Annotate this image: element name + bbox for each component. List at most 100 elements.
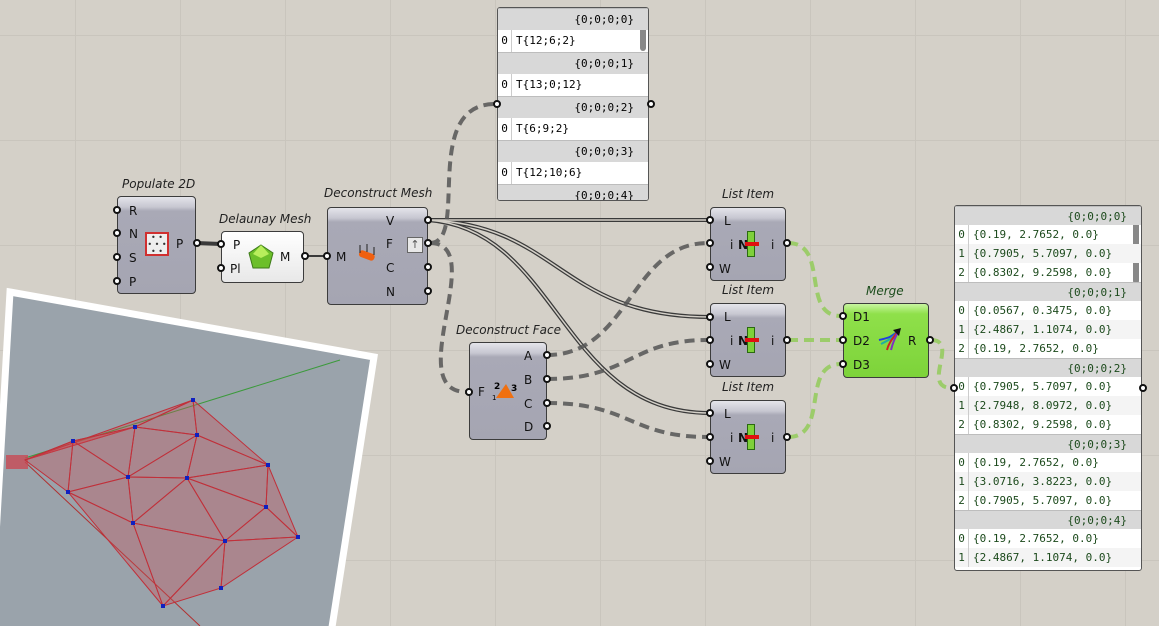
port-pin[interactable] bbox=[543, 422, 551, 430]
port-pin[interactable] bbox=[839, 336, 847, 344]
upload-arrow-icon[interactable]: ↑ bbox=[407, 237, 423, 253]
red-arrow-icon bbox=[745, 242, 759, 246]
merge-component[interactable]: D1 D2 D3 R bbox=[843, 303, 929, 378]
deconstruct-mesh-component[interactable]: M V F C N ↑ bbox=[327, 207, 428, 305]
red-arrow-icon bbox=[745, 435, 759, 439]
list-item: 1{3.0716, 3.8223, 0.0} bbox=[955, 472, 1141, 491]
deconstruct-mesh-icon bbox=[358, 244, 375, 261]
port-pin[interactable] bbox=[217, 240, 225, 248]
input-l: L bbox=[724, 407, 731, 421]
input-d2: D2 bbox=[853, 334, 870, 348]
populate-2d-component[interactable]: R N S P P • •• • •• • bbox=[117, 196, 196, 294]
port-pin[interactable] bbox=[543, 399, 551, 407]
svg-text:3: 3 bbox=[511, 384, 517, 394]
branch-path: {0;0;0;4} bbox=[498, 184, 648, 200]
port-pin[interactable] bbox=[301, 252, 309, 260]
port-pin[interactable] bbox=[950, 384, 958, 392]
branch-path: {0;0;0;1} bbox=[955, 282, 1141, 301]
svg-text:1: 1 bbox=[492, 394, 496, 401]
port-pin[interactable] bbox=[839, 360, 847, 368]
list-item-title: List Item bbox=[722, 380, 775, 394]
list-item: 1{2.4867, 1.1074, 0.0} bbox=[955, 548, 1141, 567]
list-item-component[interactable]: L i W i N bbox=[710, 400, 786, 474]
port-pin[interactable] bbox=[543, 351, 551, 359]
port-pin[interactable] bbox=[706, 313, 714, 321]
list-item-component[interactable]: L i W i N bbox=[710, 207, 786, 281]
port-pin[interactable] bbox=[113, 229, 121, 237]
port-pin[interactable] bbox=[193, 239, 201, 247]
output-i: i bbox=[771, 334, 775, 348]
list-item: 0{0.0567, 0.3475, 0.0} bbox=[955, 301, 1141, 320]
deconstruct-face-title: Deconstruct Face bbox=[456, 323, 562, 337]
list-item-title: List Item bbox=[722, 283, 775, 297]
port-pin[interactable] bbox=[647, 100, 655, 108]
list-item: 0{0.19, 2.7652, 0.0} bbox=[955, 529, 1141, 548]
merge-arrows-icon bbox=[878, 328, 901, 351]
input-m: M bbox=[336, 250, 347, 264]
branch-path: {0;0;0;3} bbox=[498, 140, 648, 162]
list-item-title: List Item bbox=[722, 187, 775, 201]
output-r: R bbox=[908, 334, 917, 348]
output-p: P bbox=[176, 237, 184, 251]
port-pin[interactable] bbox=[424, 239, 432, 247]
list-item: 1{0.7905, 5.7097, 0.0} bbox=[955, 244, 1141, 263]
port-pin[interactable] bbox=[217, 264, 225, 272]
list-item: 1{2.7948, 8.0972, 0.0} bbox=[955, 396, 1141, 415]
port-pin[interactable] bbox=[113, 253, 121, 261]
panel-scrollbar[interactable] bbox=[640, 11, 646, 51]
input-p: P bbox=[233, 238, 241, 252]
branch-path: {0;0;0;0} bbox=[498, 8, 648, 30]
port-pin[interactable] bbox=[706, 216, 714, 224]
port-pin[interactable] bbox=[783, 433, 791, 441]
branch-path: {0;0;0;2} bbox=[498, 96, 648, 118]
deconstruct-mesh-title: Deconstruct Mesh bbox=[324, 186, 433, 200]
input-pl: Pl bbox=[230, 262, 241, 276]
branch-path: {0;0;0;1} bbox=[498, 52, 648, 74]
port-pin[interactable] bbox=[706, 239, 714, 247]
port-pin[interactable] bbox=[424, 263, 432, 271]
port-pin[interactable] bbox=[543, 375, 551, 383]
branch-path: {0;0;0;0} bbox=[955, 206, 1141, 225]
port-pin[interactable] bbox=[493, 100, 501, 108]
port-pin[interactable] bbox=[706, 457, 714, 465]
port-pin[interactable] bbox=[839, 312, 847, 320]
list-item: 2{0.8302, 9.2598, 0.0} bbox=[955, 263, 1141, 282]
port-pin[interactable] bbox=[465, 388, 473, 396]
port-pin[interactable] bbox=[113, 277, 121, 285]
list-item: 0{0.7905, 5.7097, 0.0} bbox=[955, 377, 1141, 396]
port-pin[interactable] bbox=[424, 287, 432, 295]
list-item-component[interactable]: L i W i N bbox=[710, 303, 786, 377]
list-item-icon-n: N bbox=[738, 334, 749, 348]
right-data-panel[interactable]: {0;0;0;0}0{0.19, 2.7652, 0.0}1{0.7905, 5… bbox=[954, 205, 1142, 571]
port-pin[interactable] bbox=[706, 336, 714, 344]
port-pin[interactable] bbox=[926, 336, 934, 344]
port-pin[interactable] bbox=[783, 336, 791, 344]
port-pin[interactable] bbox=[1139, 384, 1147, 392]
delaunay-mesh-component[interactable]: P Pl M bbox=[221, 231, 304, 283]
port-pin[interactable] bbox=[706, 409, 714, 417]
list-item: 0{0.19, 2.7652, 0.0} bbox=[955, 453, 1141, 472]
branch-path: {0;0;0;2} bbox=[955, 358, 1141, 377]
input-w: W bbox=[719, 262, 731, 276]
output-c: C bbox=[524, 397, 533, 411]
port-pin[interactable] bbox=[113, 206, 121, 214]
list-item-icon-n: N bbox=[738, 431, 749, 445]
port-pin[interactable] bbox=[706, 263, 714, 271]
input-i: i bbox=[730, 334, 734, 348]
port-pin[interactable] bbox=[424, 216, 432, 224]
port-pin[interactable] bbox=[323, 252, 331, 260]
port-pin[interactable] bbox=[706, 360, 714, 368]
list-item: 0{0.19, 2.7652, 0.0} bbox=[955, 225, 1141, 244]
input-d3: D3 bbox=[853, 358, 870, 372]
input-w: W bbox=[719, 455, 731, 469]
input-l: L bbox=[724, 310, 731, 324]
port-pin[interactable] bbox=[706, 433, 714, 441]
port-pin[interactable] bbox=[783, 239, 791, 247]
